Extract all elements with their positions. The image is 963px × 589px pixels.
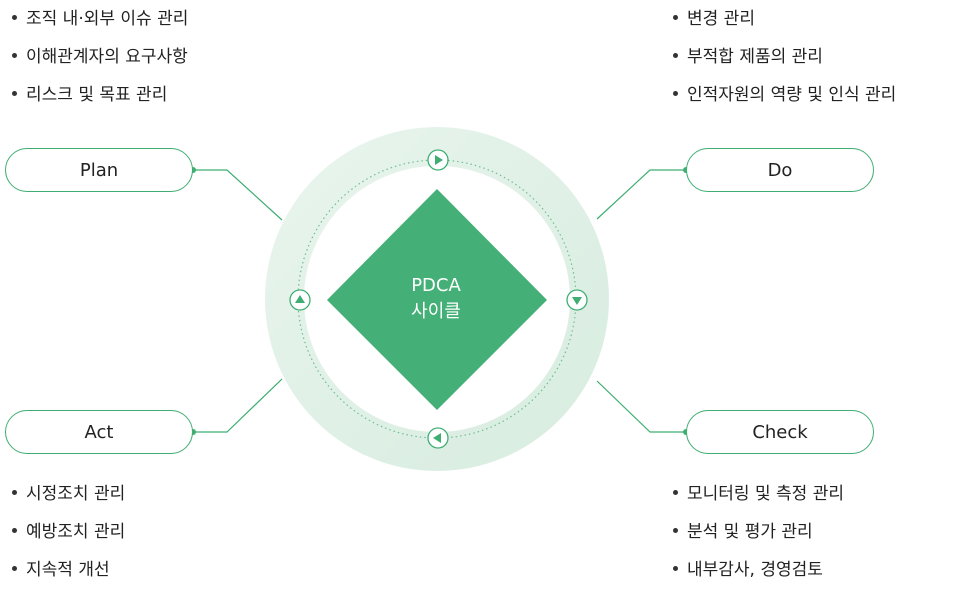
plan-item-list: 조직 내·외부 이슈 관리 이해관계자의 요구사항 리스크 및 목표 관리 bbox=[12, 0, 188, 114]
center-label-line2: 사이클 bbox=[411, 301, 461, 322]
plan-pill: Plan bbox=[5, 148, 193, 192]
act-connector bbox=[193, 378, 283, 433]
do-connector bbox=[596, 169, 686, 220]
list-item: 변경 관리 bbox=[673, 0, 896, 38]
list-item: 리스크 및 목표 관리 bbox=[12, 76, 188, 114]
center-label-line1: PDCA bbox=[411, 275, 461, 296]
pdca-diagram bbox=[190, 127, 689, 471]
center-diamond bbox=[327, 189, 547, 410]
play-up-icon bbox=[289, 289, 311, 311]
plan-label: Plan bbox=[79, 159, 119, 181]
act-label: Act bbox=[84, 421, 114, 443]
check-connector bbox=[596, 380, 686, 433]
check-pill: Check bbox=[686, 410, 874, 454]
list-item: 이해관계자의 요구사항 bbox=[12, 38, 188, 76]
list-item: 내부감사, 경영검토 bbox=[673, 551, 844, 589]
list-item: 시정조치 관리 bbox=[12, 475, 125, 513]
play-down-icon bbox=[566, 289, 588, 311]
play-right-icon bbox=[427, 149, 449, 171]
do-label: Do bbox=[767, 159, 793, 181]
plan-connector bbox=[193, 169, 283, 221]
play-left-icon bbox=[427, 427, 449, 449]
list-item: 예방조치 관리 bbox=[12, 513, 125, 551]
act-item-list: 시정조치 관리 예방조치 관리 지속적 개선 bbox=[12, 475, 125, 589]
act-pill: Act bbox=[5, 410, 193, 454]
list-item: 모니터링 및 측정 관리 bbox=[673, 475, 844, 513]
list-item: 인적자원의 역량 및 인식 관리 bbox=[673, 76, 896, 114]
check-item-list: 모니터링 및 측정 관리 분석 및 평가 관리 내부감사, 경영검토 bbox=[673, 475, 844, 589]
list-item: 지속적 개선 bbox=[12, 551, 125, 589]
do-item-list: 변경 관리 부적합 제품의 관리 인적자원의 역량 및 인식 관리 bbox=[673, 0, 896, 114]
center-label: PDCA 사이클 bbox=[386, 273, 486, 325]
check-label: Check bbox=[752, 421, 808, 443]
do-pill: Do bbox=[686, 148, 874, 192]
list-item: 분석 및 평가 관리 bbox=[673, 513, 844, 551]
list-item: 부적합 제품의 관리 bbox=[673, 38, 896, 76]
list-item: 조직 내·외부 이슈 관리 bbox=[12, 0, 188, 38]
